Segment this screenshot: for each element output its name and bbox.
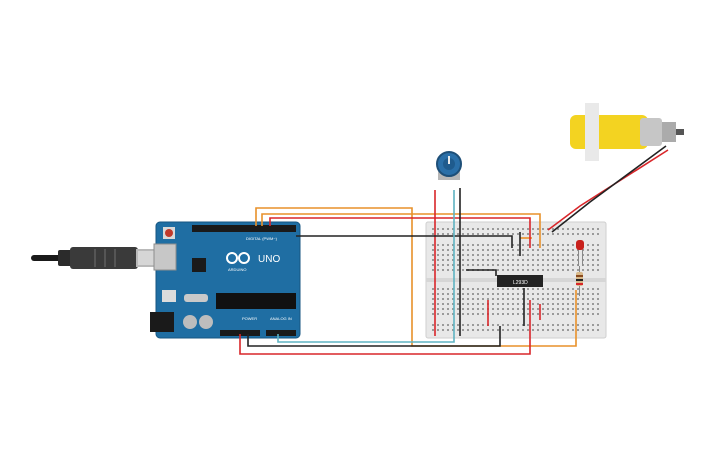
arduino-uno-board[interactable]: UNO ARDUINO DIGITAL (PWM~) POWER ANALOG … (150, 221, 301, 339)
arduino-logo-text: ARDUINO (228, 267, 246, 272)
arduino-digital-label: DIGITAL (PWM~) (246, 236, 278, 241)
led[interactable] (576, 240, 584, 266)
arduino-analog-label: ANALOG IN (270, 316, 292, 321)
usb-cable (31, 247, 164, 269)
arduino-brand-label: UNO (258, 254, 280, 265)
wires (239, 145, 669, 355)
dc-motor[interactable] (570, 103, 684, 161)
resistor[interactable] (576, 266, 583, 296)
driver-chip-label: L293D (513, 280, 528, 286)
potentiometer[interactable] (436, 151, 462, 180)
motor-driver-chip[interactable]: L293D (497, 275, 543, 287)
arduino-power-label: POWER (242, 316, 257, 321)
